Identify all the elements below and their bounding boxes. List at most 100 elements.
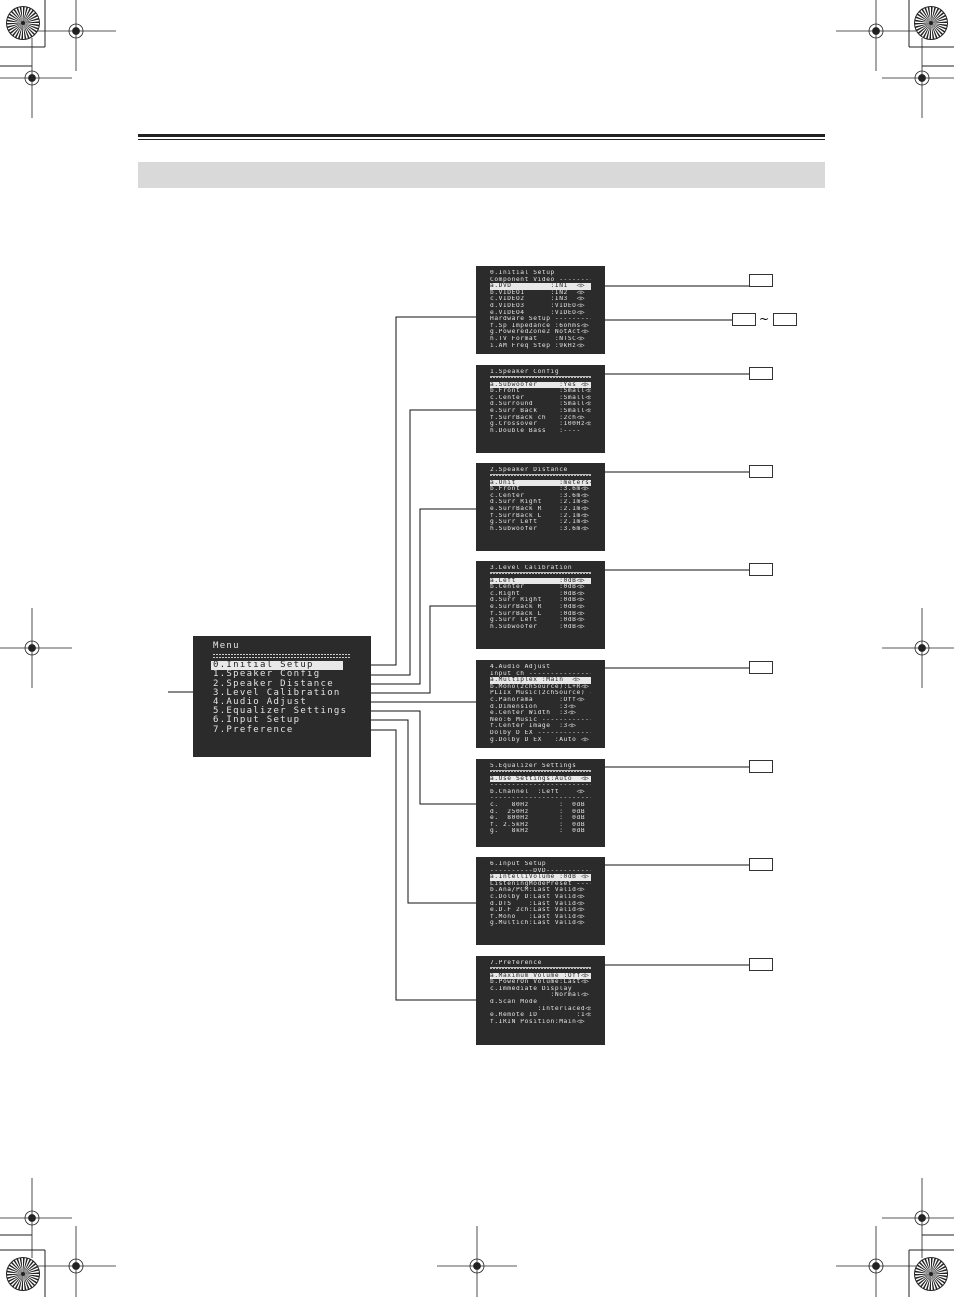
screen-row: a.Multiplex :Main ◁▷ [490, 677, 591, 684]
screen-row: 1.Speaker Config [490, 369, 560, 375]
header-rule-thick [138, 134, 825, 137]
screen-row: f.IRIN Position:Main◁▷ [490, 1018, 586, 1025]
screen-row: b.Ana/PCM:Last Valid◁▷ [490, 887, 586, 894]
page-ref-box [749, 465, 773, 478]
main-menu-item-equalizer-settings[interactable]: 5.Equalizer Settings [213, 706, 348, 717]
screen-row: d.Surr Right :2.1m◁▷ [490, 499, 590, 506]
screen-divider [490, 473, 591, 479]
screen-row: g.Surr Left :2.1m◁▷ [490, 519, 590, 526]
screen-row: d.Dimension :3◁▷ [490, 703, 577, 710]
screen-row: c.Right :0dB◁▷ [490, 590, 586, 597]
registration-wheel [914, 6, 948, 40]
screen-row: c.Immediate Display [490, 985, 573, 992]
crosshair-mark [0, 38, 72, 118]
screen-row: e.SurrBack R :2.1m◁▷ [490, 505, 590, 512]
screen-equalizer-settings: 5.Equalizer Settings a.Use Settings:Auto … [476, 759, 605, 847]
screen-row: g.Multich:Last Valid◁▷ [490, 920, 586, 927]
main-menu-item-speaker-distance[interactable]: 2.Speaker Distance [213, 678, 334, 689]
screen-row: c. 80Hz : 0dB [490, 801, 586, 808]
screen-row: Dolby D EX ------------- [490, 729, 591, 736]
main-menu-divider [213, 654, 351, 660]
screen-row: c.Center :3.6m◁▷ [490, 492, 590, 499]
crosshair-mark [0, 1178, 72, 1258]
screen-row: a.Unit :meters◁▷ [490, 479, 591, 487]
screen-row: e.Center Width :3◁▷ [490, 710, 577, 717]
main-menu-item-speaker-config[interactable]: 1.Speaker Config [213, 669, 321, 680]
page-ref-box [749, 367, 773, 380]
screen-row: f. 2.5kHz : 0dB [490, 821, 586, 828]
page-ref-box [749, 858, 773, 871]
screen-row: g.PoweredZone2 NotAct◁▷ [490, 329, 590, 336]
screen-row: f.Mono :Last Valid◁▷ [490, 913, 586, 920]
screen-row: g. 8kHz : 0dB [490, 828, 586, 835]
screen-row: g.Dolby D EX :Auto ◁▷ [490, 736, 590, 743]
range-tilde: ~ [759, 312, 770, 326]
registration-wheel [6, 6, 40, 40]
page-ref-box [749, 760, 773, 773]
section-heading-band [138, 162, 825, 188]
screen-row: ------------------------ [490, 782, 591, 789]
screen-row: f.Center Image :3◁▷ [490, 723, 577, 730]
screen-row: f.SurrBack L :2.1m◁▷ [490, 512, 590, 519]
main-menu-item-input-setup[interactable]: 6.Input Setup [213, 715, 301, 726]
screen-row: Component Video -------- [490, 276, 591, 283]
main-menu-item-preference[interactable]: 7.Preference [213, 724, 294, 735]
screen-row: b.Front :Small◁▷ [490, 388, 591, 395]
screen-row: e.VIDEO4 :VIDEO◁▷ [490, 309, 586, 316]
screen-row: b.VIDEO1 :IN2 ◁▷ [490, 289, 586, 296]
screen-row: 2.Speaker Distance [490, 467, 568, 473]
screen-row: b.Center :0dB◁▷ [490, 584, 586, 591]
main-menu-item-level-calibration[interactable]: 3.Level Calibration [213, 687, 341, 698]
screen-row: i.AM Freq Step :9kHz◁▷ [490, 342, 586, 349]
main-menu-item-initial-setup[interactable]: 0.Initial Setup [211, 661, 343, 671]
screen-row: f.SurrBack L :0dB◁▷ [490, 610, 586, 617]
screen-row: g.Crossover :100Hz◁▷ [490, 421, 591, 428]
page-ref-box [749, 274, 773, 287]
screen-row: g.Surr Left :0dB◁▷ [490, 617, 586, 624]
screen-row: c.VIDEO2 :IN3 ◁▷ [490, 296, 586, 303]
registration-wheel [914, 1257, 948, 1291]
screen-row: e.D.F 2ch:Last Valid◁▷ [490, 907, 586, 914]
screen-row: :Normal◁▷ [490, 992, 590, 999]
screen-row: 3.Level Calibration [490, 565, 573, 571]
screen-row: d.Scan Mode [490, 998, 538, 1005]
screen-row: d. 250Hz : 0dB [490, 808, 586, 815]
main-menu-title: Menu [213, 641, 240, 651]
screen-row: h.Double Bass :---- [490, 427, 581, 434]
page-ref-box-range-end [773, 313, 797, 326]
screen-row: 6.Input Setup [490, 861, 547, 867]
screen-row: a.Subwoofer :Yes ◁▷ [490, 381, 591, 389]
screen-row: e.Surr Back :Small◁▷ [490, 407, 591, 414]
screen-row: h.Subwoofer :3.6m◁▷ [490, 525, 590, 532]
screen-row: e.SurrBack R :0dB◁▷ [490, 603, 586, 610]
screen-row: a.Use Settings:Auto ◁▷ [490, 775, 591, 783]
screen-row: d.Surround :Small◁▷ [490, 401, 591, 408]
screen-row: 4.Audio Adjust [490, 664, 551, 670]
crosshair-mark [0, 608, 72, 688]
screen-row: b.PowerOn Volume:Last◁▷ [490, 979, 590, 986]
screen-row: 0.Initial Setup [490, 270, 555, 276]
screen-row: d.DTS :Last Valid◁▷ [490, 900, 586, 907]
screen-divider [490, 571, 591, 577]
screen-input-setup: 6.Input Setup----------DVD-----------a.I… [476, 857, 605, 945]
screen-row: a.Maximum Volume :Off◁▷ [490, 972, 591, 980]
screen-row: h.Subwoofer :0dB◁▷ [490, 623, 586, 630]
screen-row: 5.Equalizer Settings [490, 763, 577, 769]
screen-row: b.Mono(2chSource):L+R◁▷ [490, 683, 590, 690]
screen-divider [490, 966, 591, 972]
crosshair-mark [36, 0, 116, 71]
screen-row: b.Channel :Left ◁▷ [490, 788, 586, 795]
main-menu-item-audio-adjust[interactable]: 4.Audio Adjust [213, 696, 308, 707]
screen-row: e. 800Hz : 0dB [490, 815, 586, 822]
screen-speaker-config: 1.Speaker Config a.Subwoofer :Yes ◁▷b.Fro… [476, 365, 605, 453]
screen-row: PLIIx Music(2chSource) -- [490, 690, 591, 697]
screen-row: c.Center :Small◁▷ [490, 394, 591, 401]
page-ref-box-range-start [732, 313, 756, 326]
screen-row: h.TV Format :NTSC◁▷ [490, 335, 586, 342]
page-ref-box [749, 563, 773, 576]
